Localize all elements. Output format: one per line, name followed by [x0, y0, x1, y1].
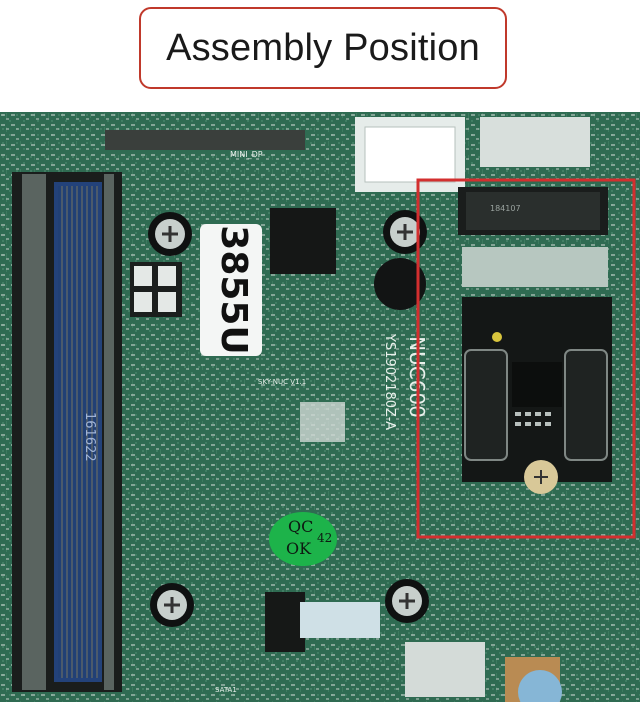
- screw-icon: [150, 583, 194, 627]
- qc-text-2: OK: [286, 539, 312, 558]
- qc-number: 42: [317, 531, 332, 545]
- cpu-sticker: [200, 224, 262, 356]
- top-connector: [105, 130, 305, 150]
- highlight-box: [416, 178, 636, 539]
- m2-code: 184107: [490, 204, 521, 213]
- sata-silk: SATA1: [215, 686, 237, 694]
- board-serial-silk: YS1902180Z-A: [382, 333, 397, 430]
- motherboard-photo: MINI_DP 161622 3855U NUC600 YS1902180Z-A: [0, 112, 640, 702]
- dimm-code-label: 161622: [82, 412, 97, 462]
- sata-adapter-card: [462, 297, 612, 494]
- screw-icon: [385, 579, 429, 623]
- cpu-sticker-text: 3855U: [213, 225, 254, 354]
- qc-text-1: QC: [288, 517, 313, 536]
- qc-sticker: QC OK 42: [269, 512, 337, 566]
- fan-header: [300, 602, 380, 638]
- mini-dp-silk: MINI_DP: [230, 150, 263, 159]
- title-box: Assembly Position: [139, 7, 507, 89]
- page-title: Assembly Position: [166, 26, 480, 69]
- chip: [270, 208, 336, 274]
- board-silk: SKY-NUC V1.1: [258, 378, 306, 386]
- screw-icon: [383, 210, 427, 254]
- screw-icon: [148, 212, 192, 256]
- buzzer: [374, 258, 426, 310]
- usb-port: [480, 117, 590, 167]
